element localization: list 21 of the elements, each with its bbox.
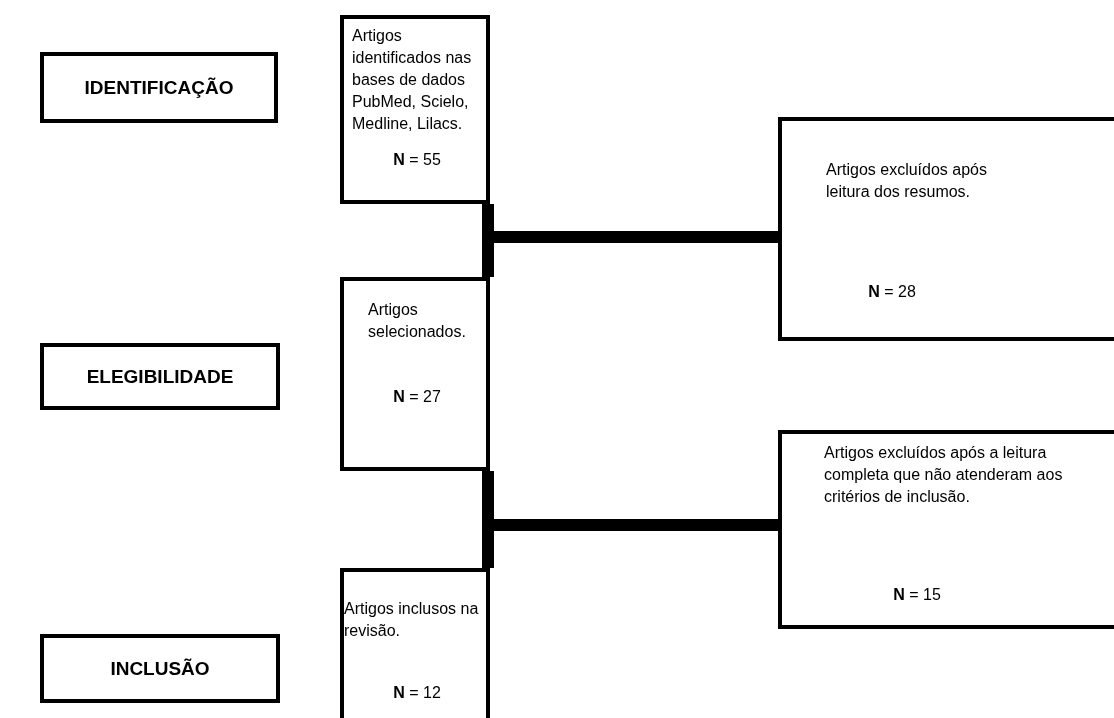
- process-box: [340, 568, 490, 718]
- count-label: N = 27: [392, 387, 442, 407]
- box-text: Artigos excluídos após a leitura completa que não atenderam aos critérios de inclusão.: [824, 443, 1064, 507]
- box-text: Artigos excluídos após leitura dos resumos.: [826, 160, 988, 202]
- stage-box: [40, 52, 278, 123]
- process-box: [340, 15, 490, 204]
- count-label: N = 12: [392, 683, 442, 703]
- stage-box: [40, 634, 280, 703]
- box-text: Artigos identificados nas bases de dados PubMed, Scielo, Medline, Lilacs.: [352, 26, 473, 134]
- process-box: [778, 430, 1114, 629]
- count-label: N = 55: [392, 150, 442, 170]
- stage-box: [40, 343, 280, 410]
- box-text: Artigos inclusos na revisão.: [344, 599, 480, 641]
- stage-label: IDENTIFICAÇÃO: [84, 76, 234, 99]
- process-box: [340, 277, 490, 471]
- count-label: N = 28: [867, 282, 917, 302]
- stage-label: ELEGIBILIDADE: [86, 365, 234, 388]
- process-box: [778, 117, 1114, 341]
- count-label: N = 15: [892, 585, 942, 605]
- stage-label: INCLUSÃO: [110, 657, 210, 680]
- box-text: Artigos selecionados.: [368, 300, 467, 342]
